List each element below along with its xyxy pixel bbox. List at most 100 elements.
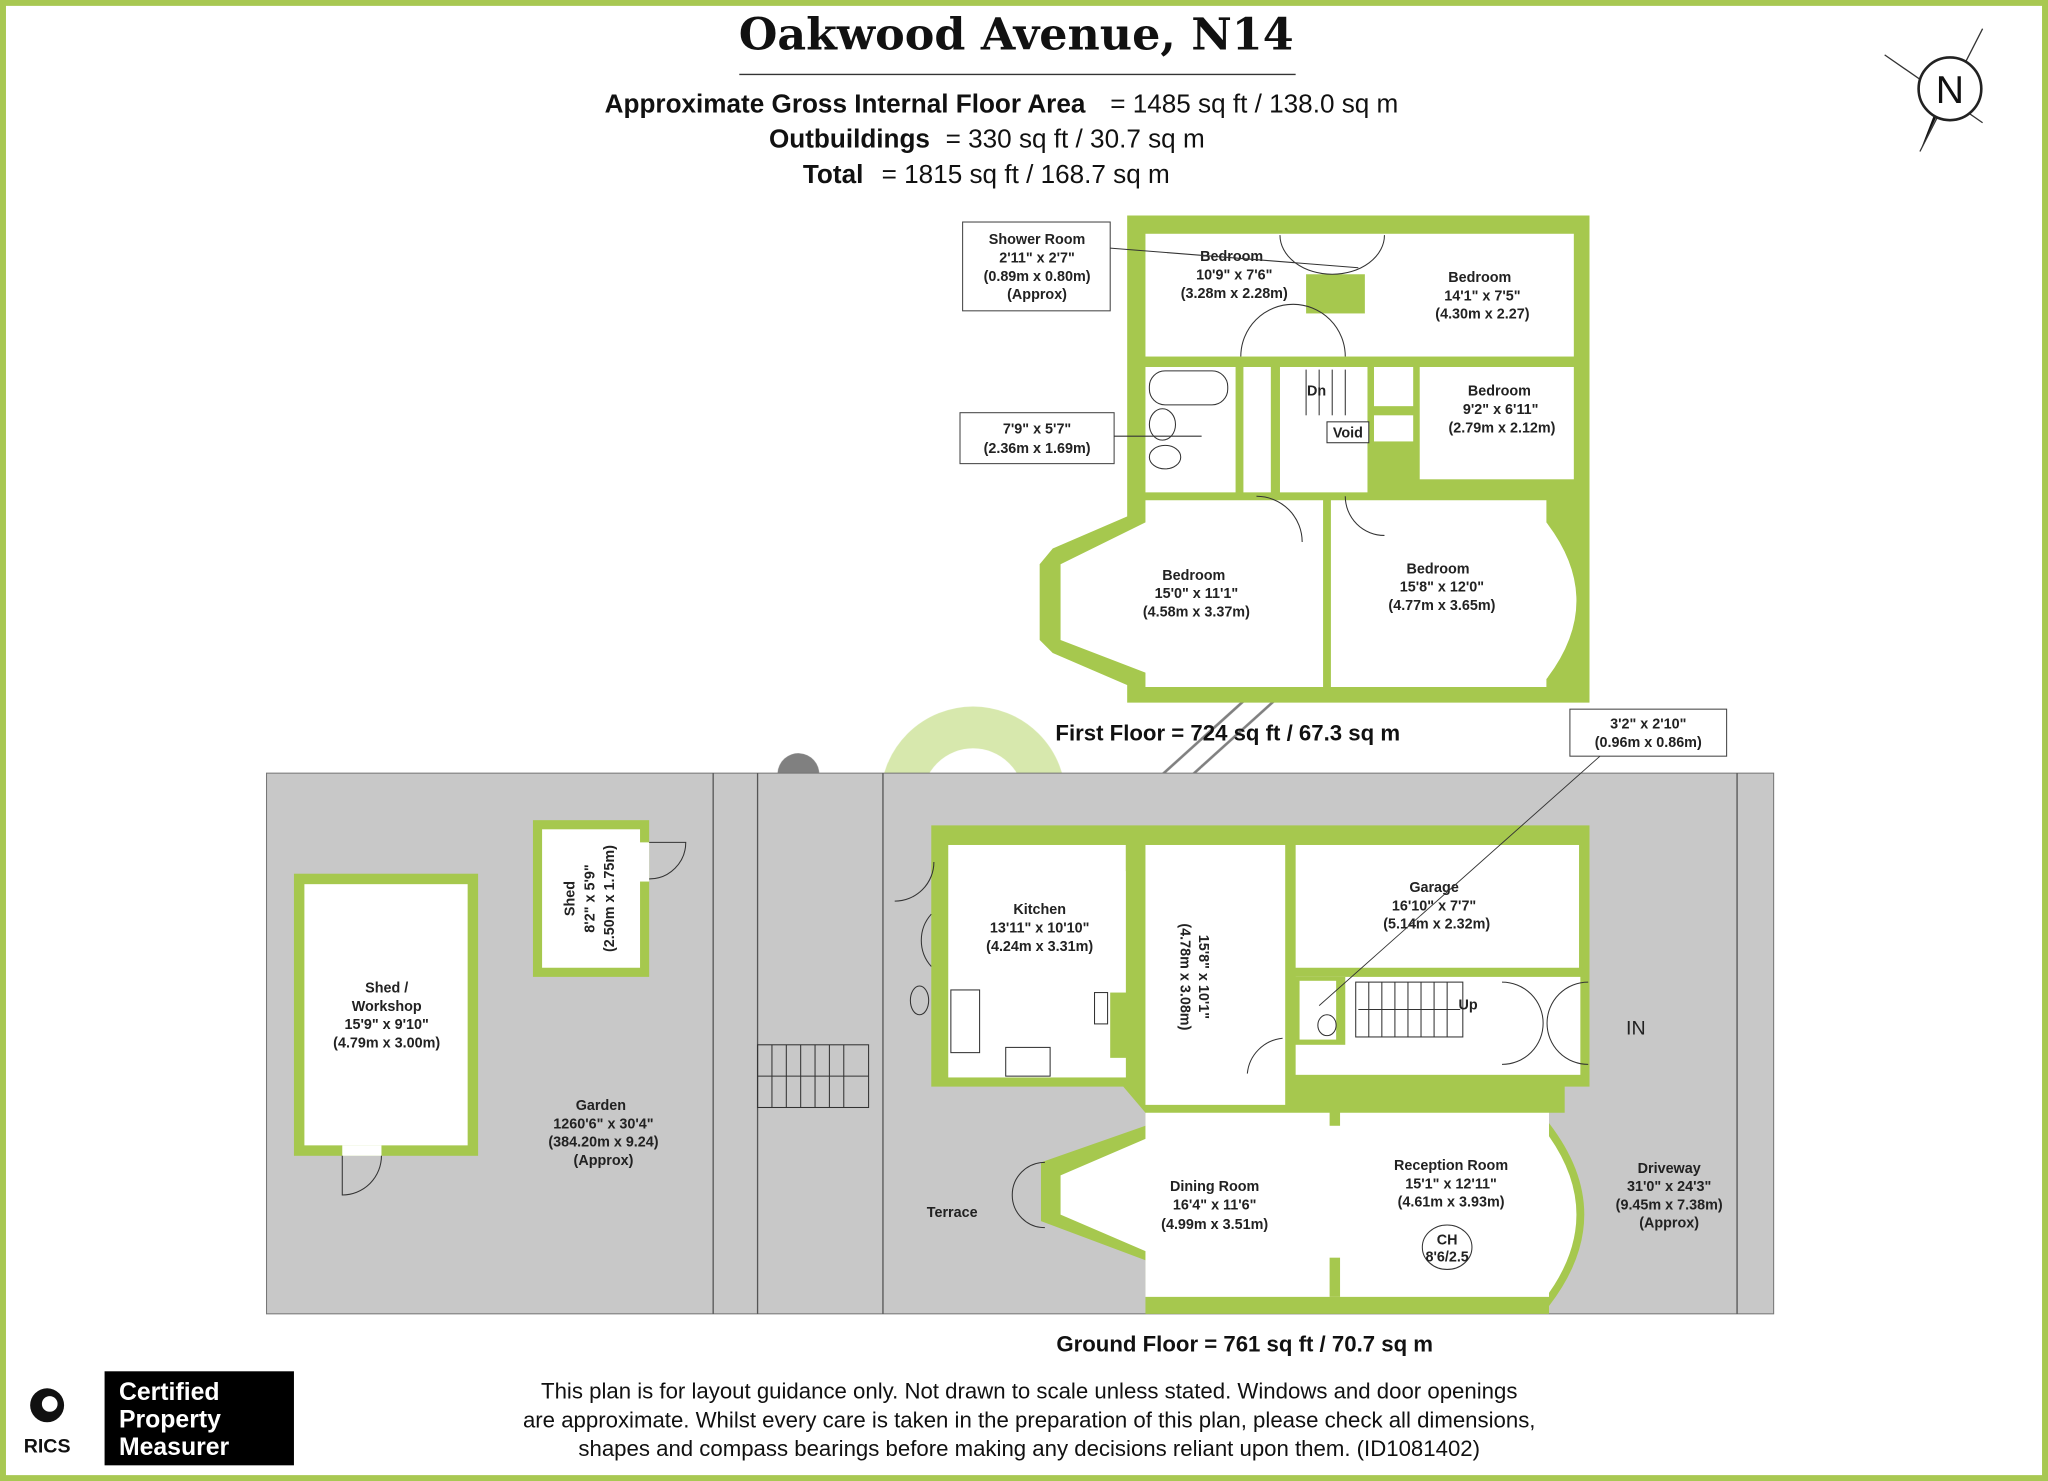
room-name: Bedroom bbox=[1162, 568, 1225, 584]
room-size-imperial: 9'2" x 6'11" bbox=[1463, 402, 1539, 418]
callout-text: Shower Room bbox=[989, 232, 1086, 248]
room-size-imperial: 10'9" x 7'6" bbox=[1196, 267, 1272, 283]
family-room bbox=[1145, 844, 1286, 1105]
terrace-label: Terrace bbox=[927, 1205, 978, 1221]
sink-icon bbox=[1148, 408, 1177, 441]
first-floor-plan: Bedroom 10'9" x 7'6" (3.28m x 2.28m) Bed… bbox=[959, 215, 1590, 703]
room-name: Dining Room bbox=[1170, 1179, 1259, 1195]
shower-room-callout bbox=[962, 221, 1111, 312]
room-size-metric: (4.24m x 3.31m) bbox=[986, 939, 1093, 955]
room-size-metric: (4.61m x 3.93m) bbox=[1398, 1195, 1505, 1211]
first-floor-label: First Floor = 724 sq ft / 67.3 sq m bbox=[1055, 721, 1400, 746]
disclaimer-line: This plan is for layout guidance only. N… bbox=[541, 1379, 1517, 1404]
front-door-icon bbox=[1546, 981, 1589, 1065]
appliance-icon bbox=[1094, 992, 1109, 1025]
bedroom-mid-right bbox=[1419, 366, 1574, 480]
kitchen bbox=[948, 844, 1126, 1078]
garden-size-metric: (384.20m x 9.24) bbox=[548, 1135, 658, 1151]
bedroom-bottom-left bbox=[1060, 500, 1324, 687]
stairs-icon bbox=[1355, 981, 1464, 1038]
hob-icon bbox=[1005, 1046, 1051, 1077]
badge-text: Property bbox=[119, 1406, 221, 1433]
driveway-approx: (Approx) bbox=[1639, 1216, 1699, 1232]
total-value: = 1815 sq ft / 168.7 sq m bbox=[882, 159, 1170, 189]
room-size-metric: (4.77m x 3.65m) bbox=[1388, 598, 1495, 614]
room-size-metric: (4.30m x 2.27) bbox=[1435, 307, 1529, 323]
room-size-metric: (2.79m x 2.12m) bbox=[1449, 420, 1556, 436]
door-swing-icon bbox=[894, 861, 935, 902]
front-door-icon bbox=[1501, 981, 1544, 1065]
callout-text: (Approx) bbox=[1007, 287, 1067, 303]
callout-text: (2.36m x 1.69m) bbox=[984, 441, 1091, 457]
shed-workshop-size-metric: (4.79m x 3.00m) bbox=[333, 1035, 440, 1051]
wc-toilet-icon bbox=[1317, 1014, 1337, 1037]
compass-letter: N bbox=[1936, 69, 1964, 112]
door-swing-icon bbox=[920, 913, 932, 967]
callout-text: (0.89m x 0.80m) bbox=[984, 269, 1091, 285]
disclaimer-line: are approximate. Whilst every care is ta… bbox=[523, 1407, 1536, 1432]
garage bbox=[1295, 844, 1580, 968]
garden-steps-icon bbox=[757, 1044, 870, 1109]
room-size-metric: (4.58m x 3.37m) bbox=[1143, 604, 1250, 620]
room-name: Bedroom bbox=[1468, 384, 1531, 400]
terrace-door-icon bbox=[1011, 1161, 1045, 1229]
ground-floor-plan: Kitchen 13'11" x 10'10" (4.24m x 3.31m) … bbox=[265, 708, 1775, 1315]
room-size-metric: (4.78m x 3.08m) bbox=[1177, 923, 1193, 1030]
garden-label: Garden bbox=[576, 1098, 626, 1114]
stairs-icon bbox=[1305, 369, 1346, 416]
garden-approx: (Approx) bbox=[574, 1153, 634, 1169]
toilet-icon bbox=[1148, 444, 1182, 470]
shower-icon bbox=[1279, 235, 1385, 275]
room-size-metric: (3.28m x 2.28m) bbox=[1181, 286, 1288, 302]
outside-tap-icon bbox=[909, 985, 930, 1016]
room-size-metric: (4.99m x 3.51m) bbox=[1161, 1217, 1268, 1233]
door-swing-icon bbox=[1256, 495, 1303, 542]
gross-area-label: Approximate Gross Internal Floor Area bbox=[605, 88, 1086, 118]
callout-text: 2'11" x 2'7" bbox=[999, 251, 1075, 267]
door-swing-icon bbox=[1240, 303, 1346, 357]
callout-text: 7'9" x 5'7" bbox=[1003, 422, 1071, 438]
room-size-imperial: 16'10" x 7'7" bbox=[1392, 898, 1476, 914]
room-name: Bedroom bbox=[1200, 249, 1263, 265]
shed-size: 8'2" x 5'9" bbox=[582, 864, 598, 932]
shed-workshop-label: Workshop bbox=[352, 999, 422, 1015]
dining-reception-room bbox=[1060, 1112, 1577, 1297]
bedroom-bottom-right bbox=[1330, 500, 1577, 687]
disclaimer-line: shapes and compass bearings before makin… bbox=[578, 1436, 1480, 1461]
bathroom bbox=[1145, 366, 1236, 493]
driveway-size: 31'0" x 24'3" bbox=[1627, 1179, 1711, 1195]
door-swing-icon bbox=[649, 841, 687, 880]
callout-text: (0.96m x 0.86m) bbox=[1595, 735, 1702, 751]
outbuildings-label: Outbuildings bbox=[769, 124, 930, 154]
room-size-imperial: 13'11" x 10'10" bbox=[990, 920, 1090, 936]
shed-size-metric: (2.50m x 1.75m) bbox=[602, 845, 618, 952]
rics-logo: RICS bbox=[24, 1388, 71, 1457]
bathroom-callout bbox=[959, 412, 1115, 465]
door-swing-icon bbox=[341, 1155, 382, 1196]
void-box bbox=[1326, 421, 1370, 444]
ch-label: CH bbox=[1437, 1233, 1458, 1249]
wc bbox=[1299, 980, 1337, 1040]
page-title: Oakwood Avenue, N14 bbox=[739, 9, 1294, 61]
ch-height: 8'6/2.5 bbox=[1425, 1250, 1468, 1266]
badge-text: Measurer bbox=[119, 1434, 230, 1461]
outbuildings-value: = 330 sq ft / 30.7 sq m bbox=[946, 124, 1205, 154]
void-label: Void bbox=[1333, 426, 1363, 442]
badge-text: Certified bbox=[119, 1379, 220, 1406]
callout-text: 3'2" x 2'10" bbox=[1610, 717, 1686, 733]
wc-callout bbox=[1569, 708, 1728, 757]
room-size-imperial: 15'8" x 10'1" bbox=[1195, 935, 1211, 1019]
driveway-size-metric: (9.45m x 7.38m) bbox=[1616, 1197, 1723, 1213]
total-label: Total bbox=[803, 159, 863, 189]
shed-workshop-label: Shed / bbox=[365, 981, 408, 997]
bathtub-icon bbox=[1148, 370, 1229, 406]
stairs-up-label: Up bbox=[1458, 998, 1477, 1014]
room-size-imperial: 15'0" x 11'1" bbox=[1155, 586, 1239, 602]
ceiling-height-marker bbox=[1421, 1224, 1473, 1270]
room-size-metric: (5.14m x 2.32m) bbox=[1383, 917, 1490, 933]
door-swing-icon bbox=[1246, 1037, 1283, 1074]
room-name: Reception Room bbox=[1394, 1158, 1508, 1174]
shed-label: Shed bbox=[563, 881, 579, 916]
entrance-label: IN bbox=[1626, 1017, 1646, 1039]
gross-area-value: = 1485 sq ft / 138.0 sq m bbox=[1110, 88, 1398, 118]
